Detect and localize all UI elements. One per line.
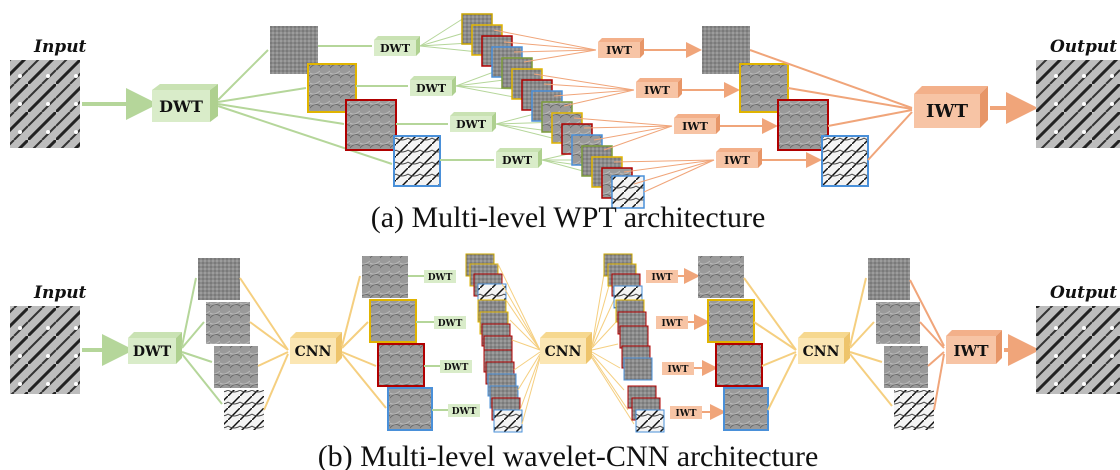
svg-text:CNN: CNN [295, 344, 332, 360]
svg-text:IWT: IWT [651, 273, 672, 283]
panel-b-iwt-box: IWT [946, 330, 1002, 364]
panel-a-iwt-box: IWT [914, 86, 988, 128]
panel-a-small-iwt-3: IWT [674, 114, 778, 134]
svg-text:IWT: IWT [953, 342, 989, 360]
b-feat-3 [377, 343, 425, 387]
subband-hh [393, 135, 441, 187]
svg-text:DWT: DWT [438, 319, 463, 329]
b-rec-4 [723, 387, 769, 431]
b-rec-2 [707, 299, 755, 343]
panel-a-output-label: Output [1050, 37, 1117, 57]
panel-b-input-label: Input [33, 283, 87, 303]
svg-text:IWT: IWT [667, 365, 688, 375]
panel-a-small-iwt-1: IWT [598, 38, 702, 58]
panel-b-small-dwt-4: DWT [432, 404, 480, 417]
panel-a-fan-out [217, 49, 393, 165]
svg-text:DWT: DWT [416, 82, 447, 95]
panel-b-cnn-box-2: CNN [540, 332, 592, 364]
panel-b-cnn-box-3: CNN [798, 332, 850, 364]
b-out-sub-3 [884, 346, 928, 388]
panel-b-small-iwt-2: IWT [656, 314, 710, 330]
panel-b-stack-2 [603, 253, 665, 433]
panel-b-small-dwt-1: DWT [408, 270, 456, 283]
panel-b-small-iwt-1: IWT [646, 268, 700, 284]
b-subband-1 [198, 258, 240, 300]
b-out-sub-4 [894, 390, 934, 430]
panel-a-small-dwt-1: DWT [318, 36, 420, 56]
panel-b-output-image [1036, 306, 1120, 394]
b-rec-1 [698, 256, 744, 298]
svg-text:DWT: DWT [380, 42, 411, 55]
panel-a-output-image [1036, 60, 1120, 148]
panel-b-fan-2 [239, 277, 289, 411]
panel-a-small-iwt-4: IWT [716, 148, 822, 168]
svg-text:DWT: DWT [133, 344, 172, 360]
b-feat-1 [362, 256, 408, 298]
panel-b-small-dwt-3: DWT [424, 360, 472, 373]
panel-a-small-dwt-3: DWT [396, 112, 496, 132]
svg-text:IWT: IWT [682, 120, 708, 133]
svg-text:DWT: DWT [456, 118, 487, 131]
iwt-label: IWT [926, 101, 969, 122]
panel-b-fan-8 [909, 279, 945, 411]
svg-text:DWT: DWT [452, 407, 477, 417]
recon-hl [777, 99, 829, 151]
panel-b-fan-7 [849, 277, 893, 407]
dwt-label: DWT [159, 97, 203, 116]
svg-text:IWT: IWT [675, 409, 696, 419]
panel-b-dwt-box: DWT [128, 332, 182, 364]
b-rec-3 [715, 343, 763, 387]
svg-text:IWT: IWT [644, 84, 670, 97]
subband-hl [345, 99, 397, 151]
svg-text:CNN: CNN [545, 344, 582, 360]
panel-a-small-dwt-4: DWT [440, 148, 542, 168]
panel-a-subband-stack [461, 13, 645, 209]
panel-b-stack-1 [465, 253, 523, 433]
panel-b-small-iwt-4: IWT [670, 404, 726, 420]
panel-b-output-label: Output [1050, 283, 1117, 303]
svg-text:DWT: DWT [428, 273, 453, 283]
panel-a-fan-in [749, 49, 913, 161]
recon-hh [821, 135, 869, 187]
svg-text:IWT: IWT [661, 319, 682, 329]
panel-b-fan-1 [181, 277, 223, 405]
b-subband-3 [214, 346, 258, 388]
b-feat-2 [369, 299, 417, 343]
panel-b-caption: (b) Multi-level wavelet-CNN architecture [318, 440, 819, 470]
panel-a-dwt-box: DWT [152, 84, 218, 122]
b-subband-4 [224, 390, 264, 430]
svg-text:DWT: DWT [502, 154, 533, 167]
panel-b-fan-6 [743, 277, 797, 411]
b-feat-4 [387, 387, 433, 431]
panel-a-fan-3 [493, 29, 715, 193]
panel-b: Input DWT CNN [10, 253, 1120, 470]
svg-text:DWT: DWT [444, 363, 469, 373]
panel-b-fan-4 [497, 263, 541, 425]
svg-text:CNN: CNN [803, 344, 840, 360]
svg-text:IWT: IWT [724, 154, 750, 167]
b-out-sub-1 [868, 258, 910, 300]
panel-a-caption: (a) Multi-level WPT architecture [371, 201, 766, 234]
panel-a-input-label: Input [33, 37, 87, 57]
panel-a-small-iwt-2: IWT [636, 78, 740, 98]
b-out-sub-2 [876, 302, 920, 344]
panel-b-small-dwt-2: DWT [416, 316, 466, 329]
panel-b-input-image [10, 306, 80, 394]
panel-b-cnn-box-1: CNN [290, 332, 342, 364]
b-subband-2 [206, 302, 250, 344]
panel-a-input-image [10, 60, 80, 148]
panel-b-fan-3 [341, 275, 387, 409]
panel-a: Input DWT DWT [10, 13, 1120, 234]
svg-text:IWT: IWT [606, 44, 632, 57]
panel-a-small-dwt-2: DWT [356, 76, 456, 96]
panel-b-small-iwt-3: IWT [662, 360, 718, 376]
